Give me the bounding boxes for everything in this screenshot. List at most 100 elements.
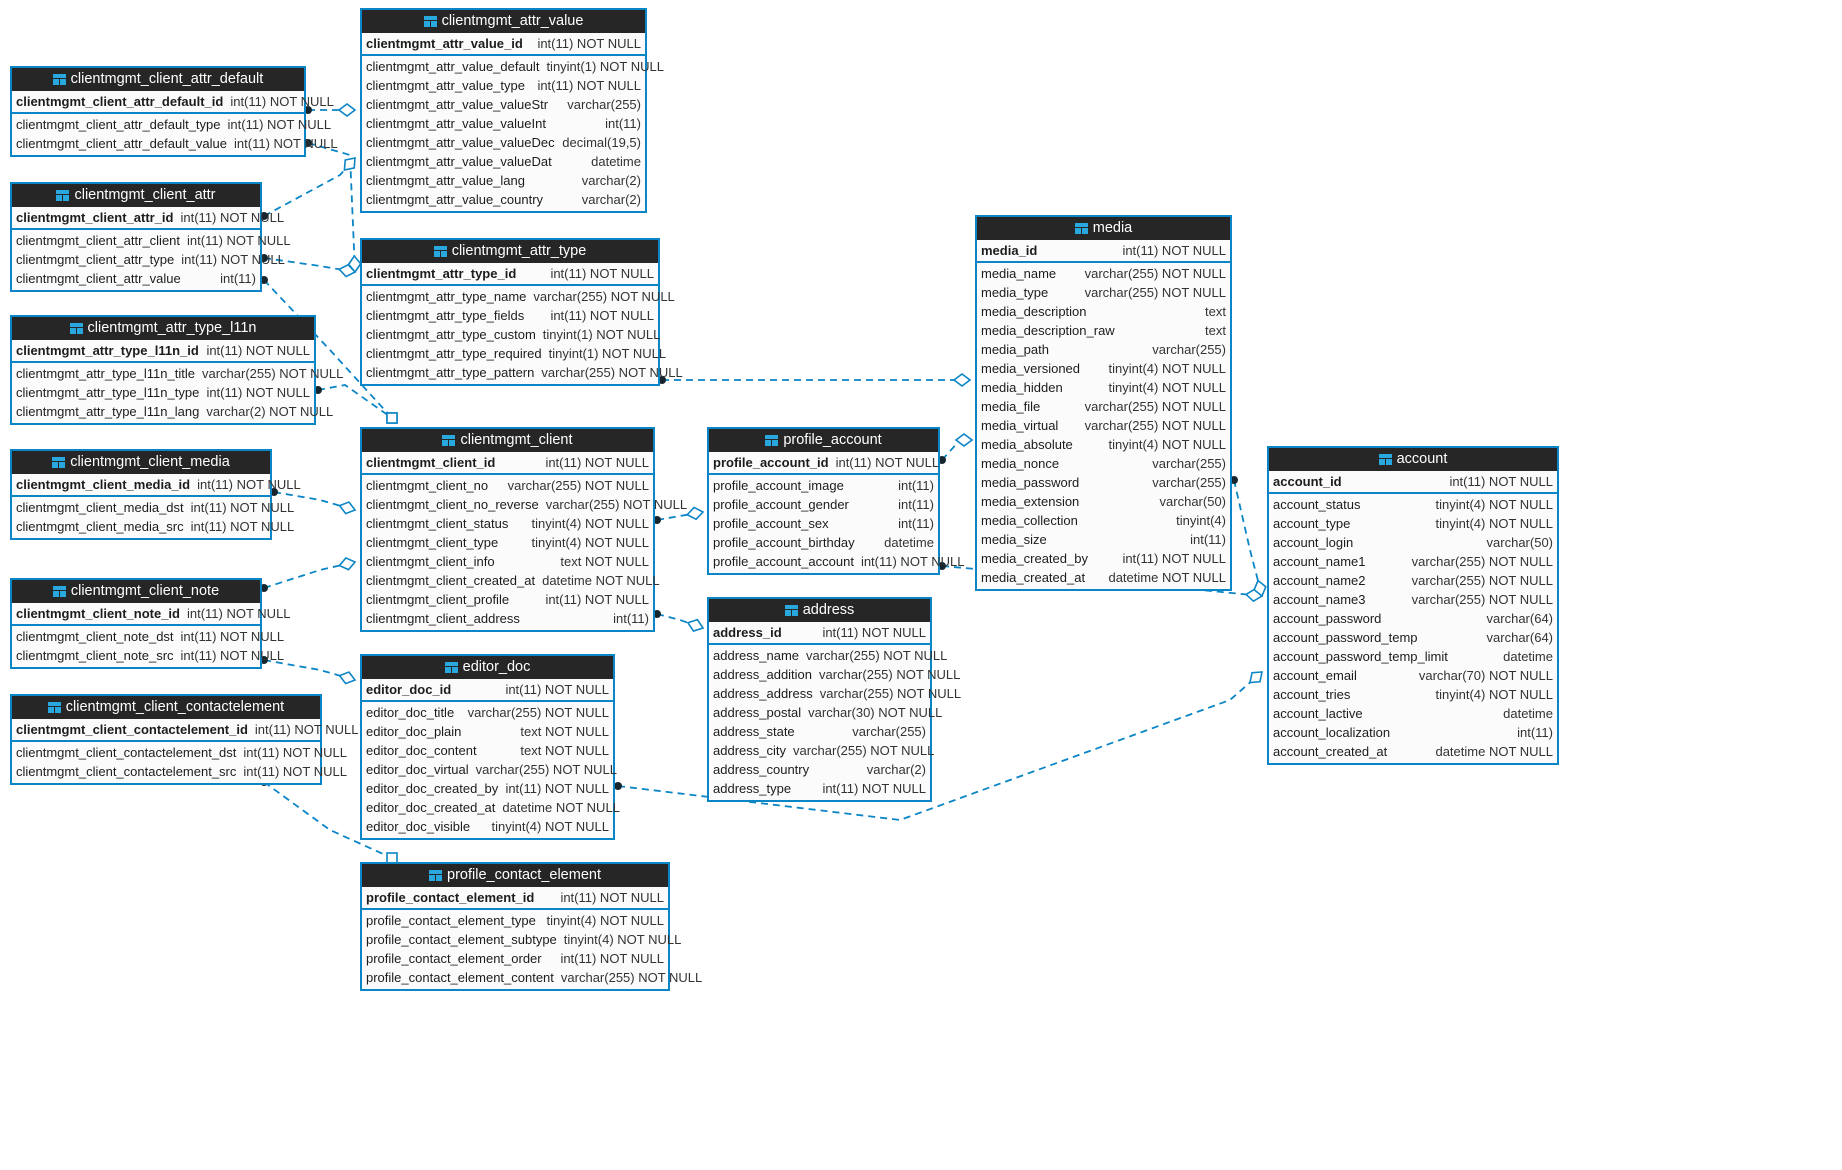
edge-endpoint-diamond <box>338 556 357 571</box>
column-name: clientmgmt_client_id <box>366 455 496 470</box>
column-name: clientmgmt_attr_type_name <box>366 289 527 304</box>
edge-endpoint-diamond <box>952 373 972 387</box>
column-name: media_file <box>981 399 1041 414</box>
column-name: account_password <box>1273 611 1382 626</box>
entity-title: profile_contact_element <box>447 867 601 883</box>
column-name: clientmgmt_client_note_src <box>16 648 174 663</box>
column-name: profile_account_sex <box>713 516 829 531</box>
entity-header-clientmgmt_client_contactelement: clientmgmt_client_contactelement <box>12 696 320 719</box>
column-type: datetime NOT NULL <box>1108 570 1226 585</box>
column-name: clientmgmt_attr_value_id <box>366 36 523 51</box>
column-name: clientmgmt_attr_type_l11n_title <box>16 366 195 381</box>
column-name: account_name1 <box>1273 554 1366 569</box>
relationship-rel-11 <box>653 610 705 632</box>
column-type: varchar(2) <box>866 762 926 777</box>
entity-title: clientmgmt_attr_type_l11n <box>87 320 257 336</box>
column-type: int(11) <box>605 116 641 131</box>
table-icon <box>784 605 798 616</box>
column-type: int(11) NOT NULL <box>181 252 285 267</box>
column-type: int(11) NOT NULL <box>545 592 649 607</box>
column-type: tinyint(1) NOT NULL <box>548 346 667 361</box>
column-row: clientmgmt_attr_value_id int(11) NOT NULL <box>362 33 645 54</box>
table-icon <box>52 586 66 597</box>
column-type: varchar(255) NOT NULL <box>533 289 675 304</box>
column-row: clientmgmt_client_id int(11) NOT NULL <box>362 452 653 473</box>
column-type: int(11) <box>1190 532 1226 547</box>
column-name: clientmgmt_client_attr_client <box>16 233 181 248</box>
column-name: clientmgmt_client_attr_type <box>16 252 175 267</box>
column-type: varchar(50) <box>1486 535 1553 550</box>
column-type: datetime NOT NULL <box>502 800 620 815</box>
column-name: account_created_at <box>1273 744 1388 759</box>
column-type: int(11) NOT NULL <box>545 455 649 470</box>
column-type: varchar(255) NOT NULL <box>1084 266 1226 281</box>
column-type: text <box>1205 304 1226 319</box>
column-type: varchar(255) NOT NULL <box>1084 418 1226 433</box>
column-type: datetime <box>1503 706 1553 721</box>
column-type: int(11) NOT NULL <box>537 78 641 93</box>
entity-header-profile_contact_element: profile_contact_element <box>362 864 668 887</box>
entity-table-profile_contact_element[interactable]: profile_contact_element profile_contact_e… <box>360 862 702 991</box>
table-icon <box>423 16 437 27</box>
column-name: editor_doc_virtual <box>366 762 469 777</box>
table-icon <box>47 702 61 713</box>
column-type: int(11) NOT NULL <box>187 233 291 248</box>
column-name: address_address <box>713 686 813 701</box>
entity-table-clientmgmt_client_contactelement[interactable]: clientmgmt_client_contactelement clientmg… <box>10 694 358 785</box>
entity-table-clientmgmt_attr_type_l11n[interactable]: clientmgmt_attr_type_l11n clientmgmt_attr… <box>10 315 343 425</box>
column-type: varchar(255) <box>1152 342 1226 357</box>
column-name: clientmgmt_attr_value_valueStr <box>366 97 549 112</box>
edge-endpoint-square <box>386 412 398 424</box>
column-type: tinyint(4) <box>1176 513 1226 528</box>
entity-title: editor_doc <box>462 659 531 675</box>
column-type: datetime <box>884 535 934 550</box>
column-type: tinyint(4) NOT NULL <box>1435 687 1553 702</box>
column-type: int(11) NOT NULL <box>537 36 641 51</box>
column-type: datetime <box>1503 649 1553 664</box>
column-name: clientmgmt_client_contactelement_src <box>16 764 237 779</box>
column-type: int(11) NOT NULL <box>1449 474 1553 489</box>
entity-header-address: address <box>709 599 930 622</box>
column-name: account_password_temp <box>1273 630 1418 645</box>
